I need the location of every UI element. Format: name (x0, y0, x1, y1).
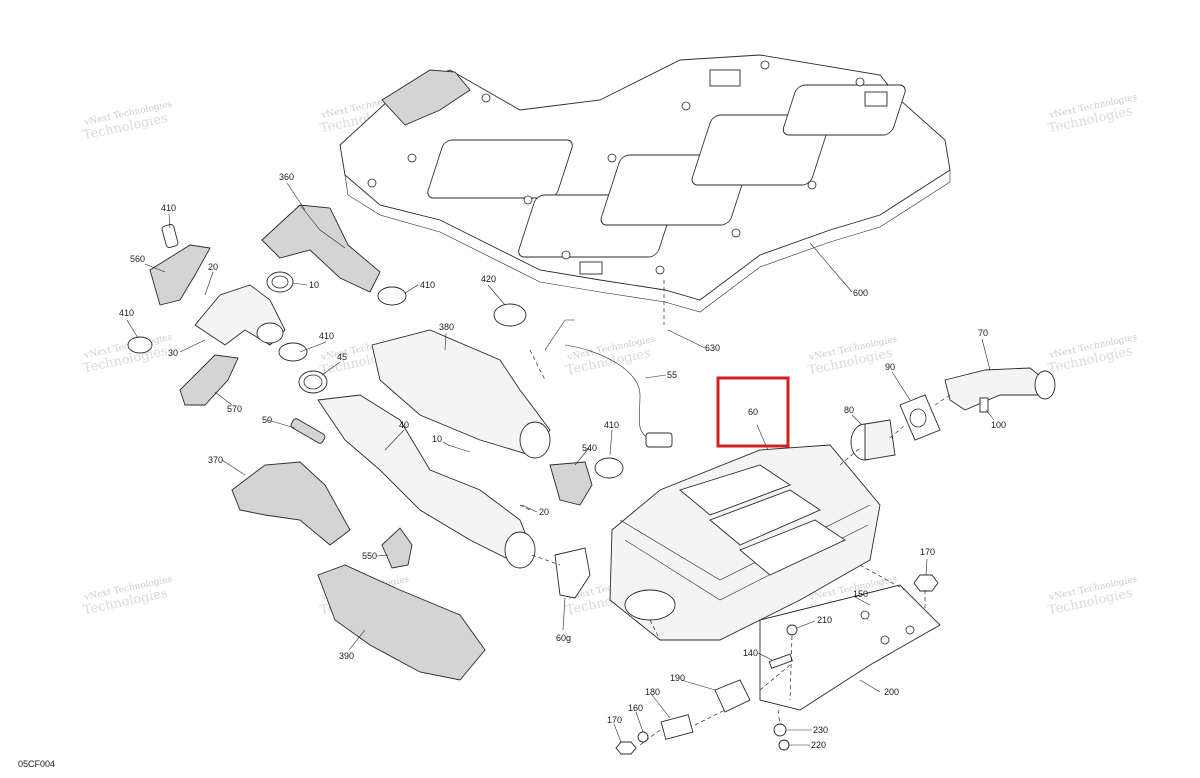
callout-60[interactable]: 60 (748, 407, 758, 417)
callout-410[interactable]: 410 (604, 420, 619, 430)
callout-80[interactable]: 80 (844, 405, 854, 415)
callout-20[interactable]: 20 (539, 507, 549, 517)
callout-550[interactable]: 550 (362, 551, 377, 561)
callout-360[interactable]: 360 (279, 172, 294, 182)
gasket-45 (298, 370, 328, 394)
callout-210[interactable]: 210 (817, 615, 832, 625)
figure-code: 05CF004 (18, 759, 55, 769)
bolt-100 (979, 397, 989, 413)
grommet-190 (714, 679, 751, 713)
callout-10[interactable]: 10 (432, 434, 442, 444)
clamp-410-upper-right (377, 286, 407, 306)
clamp-410-middle (278, 342, 308, 362)
muffler-60 (609, 444, 881, 641)
clamp-420 (493, 303, 527, 327)
gasket-10-top (266, 271, 294, 293)
callout-410[interactable]: 410 (161, 203, 176, 213)
heat-shield-550 (381, 527, 413, 569)
nut-170-top (913, 574, 939, 592)
callout-60g[interactable]: 60g (556, 633, 571, 643)
oxygen-sensor-55 (544, 319, 673, 448)
callout-600[interactable]: 600 (853, 288, 868, 298)
clamp-410-right (594, 457, 624, 479)
spring-50 (290, 418, 326, 444)
callout-570[interactable]: 570 (227, 404, 242, 414)
washer-230 (773, 723, 787, 737)
watermark: vNext Technologies Technologies (1047, 92, 1139, 136)
callout-30[interactable]: 30 (168, 348, 178, 358)
callout-190[interactable]: 190 (670, 673, 685, 683)
watermark: vNext Technologies Technologies (82, 574, 174, 618)
nut-170-bottom (615, 741, 637, 755)
callout-20[interactable]: 20 (208, 262, 218, 272)
callout-410[interactable]: 410 (420, 280, 435, 290)
leader-lines (126, 182, 995, 746)
gasket-90 (899, 394, 941, 441)
bracket-200 (759, 584, 941, 711)
heat-shield-540 (549, 461, 593, 506)
tail-pipe-70 (944, 367, 1056, 411)
callout-100[interactable]: 100 (991, 420, 1006, 430)
clamp-410-top (161, 224, 179, 248)
callout-230[interactable]: 230 (813, 725, 828, 735)
clamp-60g (554, 547, 591, 599)
exhaust-pipe-30 (194, 284, 286, 346)
washer-220 (778, 739, 790, 751)
callout-160[interactable]: 160 (628, 703, 643, 713)
pin-10 (447, 444, 471, 453)
callout-70[interactable]: 70 (978, 328, 988, 338)
watermark: vNext Technologies Technologies (1047, 574, 1139, 618)
callout-150[interactable]: 150 (853, 589, 868, 599)
callout-180[interactable]: 180 (645, 687, 660, 697)
callout-50[interactable]: 50 (262, 415, 272, 425)
exhaust-manifold-40 (317, 394, 536, 569)
callout-390[interactable]: 390 (339, 651, 354, 661)
callout-45[interactable]: 45 (337, 352, 347, 362)
skid-plate-600 (339, 54, 951, 313)
heat-shield-560 (149, 244, 211, 306)
callout-540[interactable]: 540 (582, 443, 597, 453)
callout-labels: 360 410 560 20 10 410 410 30 410 45 380 … (119, 172, 1006, 750)
callout-630[interactable]: 630 (705, 343, 720, 353)
callout-410[interactable]: 410 (319, 331, 334, 341)
callout-40[interactable]: 40 (399, 420, 409, 430)
washer-210 (786, 624, 798, 636)
callout-220[interactable]: 220 (811, 740, 826, 750)
callout-560[interactable]: 560 (130, 254, 145, 264)
spacer-180 (660, 714, 694, 740)
callout-200[interactable]: 200 (884, 687, 899, 697)
callout-420[interactable]: 420 (481, 274, 496, 284)
heat-shield-570 (179, 354, 239, 406)
assembly-lines (519, 280, 951, 746)
heat-shield-390 (317, 564, 486, 681)
callout-90[interactable]: 90 (885, 362, 895, 372)
watermark: vNext Technologies Technologies (82, 332, 174, 376)
callout-370[interactable]: 370 (208, 455, 223, 465)
heat-shield-370 (231, 461, 351, 546)
callout-410[interactable]: 410 (119, 308, 134, 318)
callout-380[interactable]: 380 (439, 322, 454, 332)
highlight-box-part-60[interactable] (716, 376, 790, 448)
callout-55[interactable]: 55 (667, 370, 677, 380)
heat-shield-360 (261, 204, 381, 293)
callout-10[interactable]: 10 (309, 280, 319, 290)
watermark: vNext Technologies Technologies (82, 99, 174, 143)
catalytic-converter-380 (371, 329, 551, 459)
callout-140[interactable]: 140 (743, 648, 758, 658)
watermark: vNext Technologies Technologies (1047, 332, 1139, 376)
watermark: vNext Technologies Technologies (565, 334, 657, 378)
clamp-410-left (127, 336, 153, 354)
sleeve-80 (850, 419, 896, 461)
callout-170[interactable]: 170 (920, 547, 935, 557)
callout-170[interactable]: 170 (607, 715, 622, 725)
